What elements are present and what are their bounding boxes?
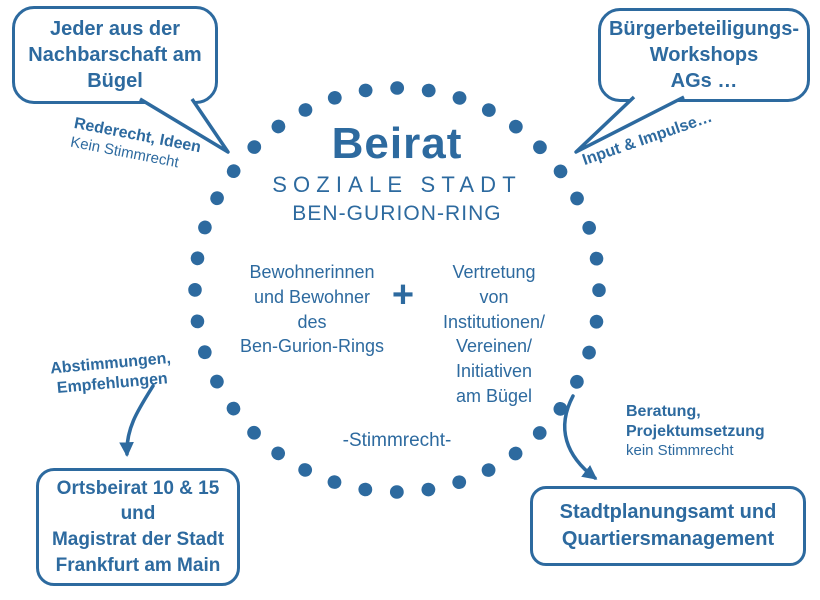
arrow-to-ortsbeirat-icon xyxy=(119,384,155,457)
label-rederecht: Rederecht, Ideen Kein Stimmrecht xyxy=(69,114,203,177)
bubble-workshops-text: Bürgerbeteiligungs- Workshops AGs … xyxy=(608,18,799,92)
label-beratung-normal: kein Stimmrecht xyxy=(626,442,734,459)
box-stadtplanungsamt-text: Stadtplanungsamt und Quartiersmanagement xyxy=(559,501,777,550)
label-beratung-bold: Beratung, Projektumsetzung xyxy=(626,403,765,440)
box-ortsbeirat: Ortsbeirat 10 & 15 und Magistrat der Sta… xyxy=(36,468,240,586)
diagram-subtitle-2: BEN-GURION-RING xyxy=(292,202,502,225)
stimmrecht-label: -Stimmrecht- xyxy=(342,430,452,451)
bubble-nachbarschaft: Jeder aus der Nachbarschaft am Bügel xyxy=(12,6,218,104)
group-bewohner: Bewohnerinnen und Bewohner des Ben-Gurio… xyxy=(239,262,385,357)
label-abstimmungen: Abstimmungen, Empfehlungen xyxy=(49,349,172,397)
bubble-nachbarschaft-text: Jeder aus der Nachbarschaft am Bügel xyxy=(28,18,202,92)
bubble-workshops: Bürgerbeteiligungs- Workshops AGs … xyxy=(598,8,810,102)
plus-sign: + xyxy=(391,274,415,316)
diagram-subtitle-1: SOZIALE STADT xyxy=(272,172,522,197)
box-stadtplanungsamt: Stadtplanungsamt und Quartiersmanagement xyxy=(530,486,806,566)
group-vertretung: Vertretung von Institutionen/ Vereinen/ … xyxy=(442,262,546,407)
center-headline: Beirat SOZIALE STADT BEN-GURION-RING xyxy=(247,122,547,226)
label-input-impulse: Input & Impulse… xyxy=(580,108,715,170)
label-beratung: Beratung, Projektumsetzung kein Stimmrec… xyxy=(626,402,765,461)
diagram-title: Beirat xyxy=(331,119,463,168)
box-ortsbeirat-text: Ortsbeirat 10 & 15 und Magistrat der Sta… xyxy=(51,477,225,576)
